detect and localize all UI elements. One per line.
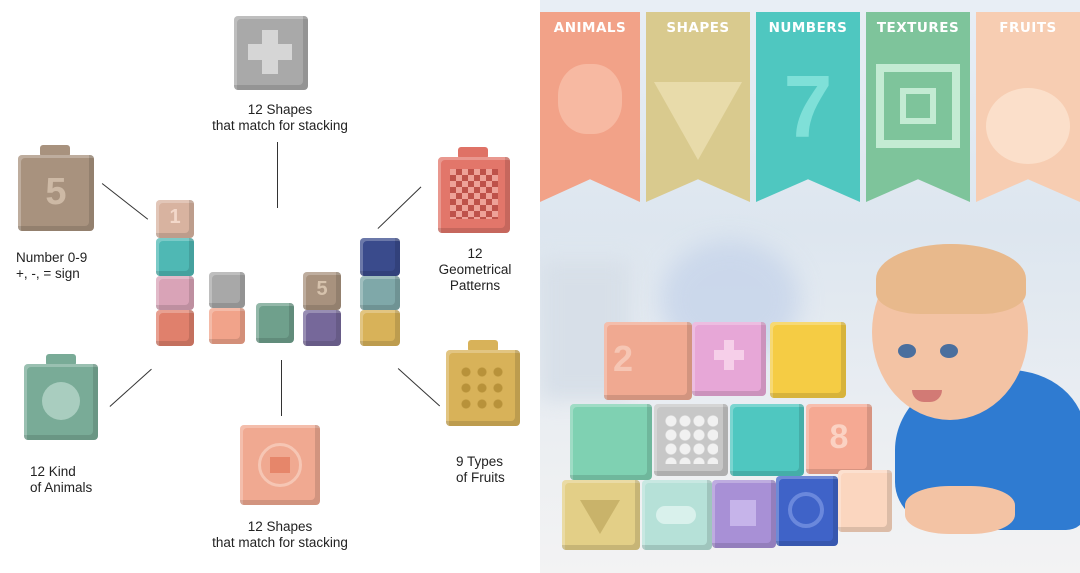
banner-fruits: FRUITS — [976, 12, 1080, 202]
connector-line — [377, 186, 422, 230]
baby-eye-left — [898, 344, 916, 358]
baby-hand — [905, 486, 1015, 534]
patterns-caption: 12 Geometrical Patterns — [438, 246, 512, 293]
number-five-glyph: 5 — [45, 171, 67, 213]
product-diagram: 12 Shapes that match for stacking 5 Numb… — [16, 16, 520, 550]
animals-caption: 12 Kind of Animals — [30, 464, 93, 495]
banner-shapes: SHAPES — [646, 12, 750, 202]
fruit-pattern-icon — [458, 364, 508, 412]
pattern-block — [438, 157, 510, 233]
connector-line — [101, 183, 149, 220]
number-block: 5 — [18, 155, 94, 231]
number-seven-glyph: 7 — [783, 57, 833, 156]
connector-line — [397, 368, 441, 407]
banner-numbers: NUMBERS 7 — [756, 12, 860, 202]
concentric-squares-icon — [876, 64, 960, 148]
apple-icon — [986, 88, 1070, 164]
connector-line — [109, 368, 153, 408]
baby-eye-right — [940, 344, 958, 358]
cross-shape-block — [234, 16, 308, 90]
triangle-icon — [654, 82, 742, 160]
fruit-block — [446, 350, 520, 426]
connector-line — [277, 142, 279, 208]
numbers-caption: Number 0-9 +, -, = sign — [16, 250, 88, 281]
fruits-caption: 9 Types of Fruits — [456, 454, 505, 485]
animal-icon — [42, 382, 80, 420]
banner-animals: ANIMALS — [540, 12, 640, 202]
bottom-shapes-caption: 12 Shapes that match for stacking — [212, 519, 348, 550]
animal-block — [24, 364, 98, 440]
top-shapes-caption: 12 Shapes that match for stacking — [212, 102, 348, 133]
animal-face-icon — [558, 64, 622, 134]
connector-line — [281, 360, 283, 416]
shape-sorter-block — [240, 425, 320, 505]
banner-textures: TEXTURES — [866, 12, 970, 202]
baby-mouth — [912, 390, 942, 402]
trapezoid-icon — [258, 443, 302, 487]
lifestyle-photo: ANIMALS SHAPES NUMBERS 7 TEXTURES FRUITS… — [540, 0, 1080, 573]
checker-pattern-icon — [450, 169, 498, 219]
